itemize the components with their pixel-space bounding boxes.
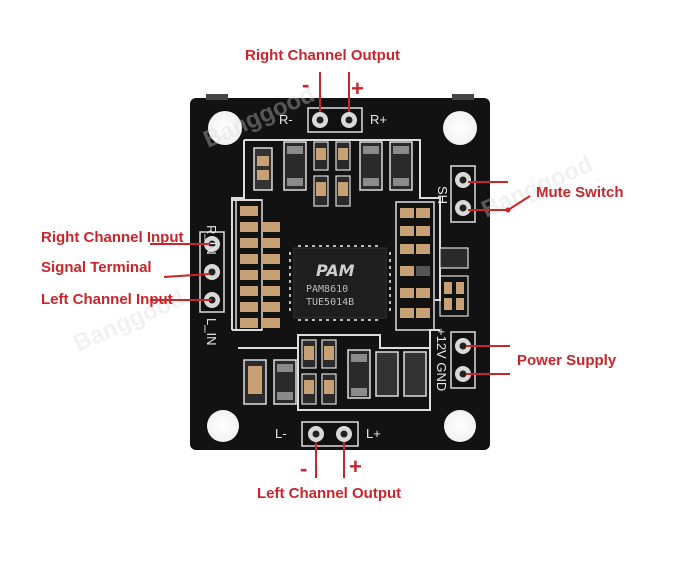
sign-bottom-plus: + (349, 454, 362, 479)
chip-logo: PAM (316, 261, 355, 280)
mounting-hole-bottom-left (207, 410, 239, 442)
top-components (253, 141, 413, 207)
signal-input-terminal (199, 231, 225, 313)
annotation-dot (505, 207, 511, 213)
silk-l-minus: L- (275, 426, 287, 441)
amplifier-chip: PAM PAM8610 TUE5014B (289, 245, 391, 321)
label-left-channel-input: Left Channel Input (41, 291, 173, 308)
label-right-channel-output: Right Channel Output (245, 47, 400, 64)
silk-r-minus: R- (279, 112, 293, 127)
silk-sh: SH (435, 186, 450, 204)
label-right-channel-input: Right Channel Input (41, 229, 183, 246)
silk-r-in: R_IN (204, 225, 219, 255)
sign-bottom-minus: - (300, 456, 307, 481)
right-output-terminal (307, 107, 363, 133)
chip-code: TUE5014B (306, 297, 354, 308)
silk-power: +12V GND (434, 328, 449, 391)
sign-top-plus: + (351, 76, 364, 101)
left-output-terminal (301, 421, 359, 447)
chip-model: PAM8610 (306, 284, 348, 295)
pcb-tab (452, 94, 474, 100)
power-supply-terminal (450, 331, 476, 389)
label-signal-terminal: Signal Terminal (41, 259, 152, 276)
sign-top-minus: - (302, 72, 309, 97)
label-power-supply: Power Supply (517, 352, 617, 369)
mounting-hole-top-left (208, 111, 242, 145)
pcb-tab (206, 94, 228, 100)
label-left-channel-output: Left Channel Output (257, 485, 401, 502)
mounting-hole-bottom-right (444, 410, 476, 442)
silk-l-in: L_IN (204, 318, 219, 345)
mounting-hole-top-right (443, 111, 477, 145)
right-components (395, 201, 469, 331)
label-mute-switch: Mute Switch (536, 184, 624, 201)
silk-r-plus: R+ (370, 112, 387, 127)
bottom-components (243, 339, 427, 405)
silk-l-plus: L+ (366, 426, 381, 441)
annotation-lines (150, 72, 531, 478)
left-components (235, 199, 280, 331)
mute-switch-terminal (450, 165, 476, 223)
